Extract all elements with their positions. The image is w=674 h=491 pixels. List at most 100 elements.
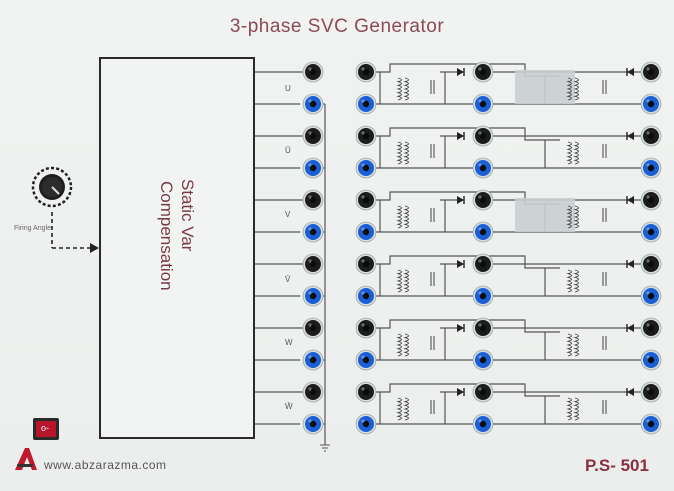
phase-terminal-blue-5[interactable] xyxy=(302,349,324,371)
terminal-glint xyxy=(361,323,365,327)
terminal-hole xyxy=(362,324,370,332)
terminal-hole xyxy=(309,100,317,108)
network-terminal-blue-r-6[interactable] xyxy=(640,413,662,435)
network-terminal-blue-l-5[interactable] xyxy=(355,349,377,371)
network-terminal-black-r-4[interactable] xyxy=(640,253,662,275)
terminal-hole xyxy=(647,292,655,300)
terminal-hole xyxy=(647,420,655,428)
network-terminal-black-r-1[interactable] xyxy=(640,61,662,83)
network-terminal-black-m-2[interactable] xyxy=(472,125,494,147)
network-terminal-black-l-3[interactable] xyxy=(355,189,377,211)
coil-icon xyxy=(566,333,572,357)
diode-icon xyxy=(457,388,464,396)
power-switch-label: o- xyxy=(41,423,50,433)
network-terminal-black-m-4[interactable] xyxy=(472,253,494,275)
network-terminal-blue-m-4[interactable] xyxy=(472,285,494,307)
network-terminal-black-l-1[interactable] xyxy=(355,61,377,83)
phase-terminal-black-5[interactable] xyxy=(302,317,324,339)
network-terminal-blue-l-1[interactable] xyxy=(355,93,377,115)
network-terminal-blue-m-6[interactable] xyxy=(472,413,494,435)
network-terminal-black-l-5[interactable] xyxy=(355,317,377,339)
coil-icon xyxy=(403,77,409,101)
network-terminal-blue-l-6[interactable] xyxy=(355,413,377,435)
network-terminal-black-m-6[interactable] xyxy=(472,381,494,403)
network-terminal-blue-m-2[interactable] xyxy=(472,157,494,179)
coil-icon xyxy=(396,141,402,165)
wire xyxy=(376,127,560,141)
terminal-hole xyxy=(309,292,317,300)
network-terminal-blue-r-5[interactable] xyxy=(640,349,662,371)
terminal-hole xyxy=(479,420,487,428)
network-terminal-black-m-1[interactable] xyxy=(472,61,494,83)
phase-terminal-black-3[interactable] xyxy=(302,189,324,211)
terminal-hole xyxy=(479,388,487,396)
network-terminal-blue-r-2[interactable] xyxy=(640,157,662,179)
network-terminal-black-l-6[interactable] xyxy=(355,381,377,403)
network-terminal-black-r-6[interactable] xyxy=(640,381,662,403)
terminal-glint xyxy=(646,419,650,423)
terminal-hole xyxy=(309,68,317,76)
firing-angle-knob[interactable] xyxy=(31,166,73,208)
terminal-hole xyxy=(362,292,370,300)
network-terminal-black-r-5[interactable] xyxy=(640,317,662,339)
phase-terminal-blue-3[interactable] xyxy=(302,221,324,243)
terminal-hole xyxy=(647,164,655,172)
coil-icon xyxy=(573,333,579,357)
network-terminal-black-l-4[interactable] xyxy=(355,253,377,275)
phase-terminal-black-6[interactable] xyxy=(302,381,324,403)
panel-title: 3-phase SVC Generator xyxy=(229,16,445,37)
network-terminal-black-m-3[interactable] xyxy=(472,189,494,211)
diode-icon xyxy=(457,260,464,268)
terminal-glint xyxy=(478,67,482,71)
phase-terminal-black-2[interactable] xyxy=(302,125,324,147)
coil-icon xyxy=(573,397,579,421)
phase-terminal-black-1[interactable] xyxy=(302,61,324,83)
coil-icon xyxy=(403,397,409,421)
network-terminal-blue-m-1[interactable] xyxy=(472,93,494,115)
terminal-hole xyxy=(647,100,655,108)
terminal-glint xyxy=(478,419,482,423)
power-switch[interactable]: o- xyxy=(33,418,59,440)
phase-terminal-blue-2[interactable] xyxy=(302,157,324,179)
coil-icon xyxy=(566,205,572,229)
network-terminal-blue-r-4[interactable] xyxy=(640,285,662,307)
terminal-hole xyxy=(479,68,487,76)
terminal-glint xyxy=(308,99,312,103)
terminal-hole xyxy=(647,196,655,204)
network-terminal-black-r-3[interactable] xyxy=(640,189,662,211)
terminal-glint xyxy=(478,195,482,199)
network-terminal-blue-m-5[interactable] xyxy=(472,349,494,371)
terminal-hole xyxy=(362,228,370,236)
network-terminal-blue-l-2[interactable] xyxy=(355,157,377,179)
terminal-glint xyxy=(361,195,365,199)
network-terminal-blue-r-3[interactable] xyxy=(640,221,662,243)
terminal-hole xyxy=(309,324,317,332)
network-terminal-blue-l-4[interactable] xyxy=(355,285,377,307)
network-terminal-black-l-2[interactable] xyxy=(355,125,377,147)
phase-terminal-black-4[interactable] xyxy=(302,253,324,275)
network-terminal-blue-m-3[interactable] xyxy=(472,221,494,243)
wire xyxy=(376,383,560,397)
terminal-hole xyxy=(309,356,317,364)
coil-icon xyxy=(396,333,402,357)
coil-icon xyxy=(403,333,409,357)
network-terminal-black-r-2[interactable] xyxy=(640,125,662,147)
diode-icon xyxy=(457,196,464,204)
terminal-glint xyxy=(361,227,365,231)
coil-icon xyxy=(403,269,409,293)
network-terminal-blue-l-3[interactable] xyxy=(355,221,377,243)
phase-terminal-blue-6[interactable] xyxy=(302,413,324,435)
firing-angle-label: Firing Angle xyxy=(14,225,51,232)
network-terminal-black-m-5[interactable] xyxy=(472,317,494,339)
diode-icon xyxy=(627,68,634,76)
coil-icon xyxy=(396,397,402,421)
terminal-hole xyxy=(479,356,487,364)
terminal-hole xyxy=(309,420,317,428)
wire xyxy=(376,255,560,269)
terminal-glint xyxy=(308,387,312,391)
phase-terminal-blue-1[interactable] xyxy=(302,93,324,115)
power-switch-rocker[interactable]: o- xyxy=(36,421,56,437)
network-terminal-blue-r-1[interactable] xyxy=(640,93,662,115)
phase-terminal-blue-4[interactable] xyxy=(302,285,324,307)
phase-label-2: Ū xyxy=(285,146,291,155)
